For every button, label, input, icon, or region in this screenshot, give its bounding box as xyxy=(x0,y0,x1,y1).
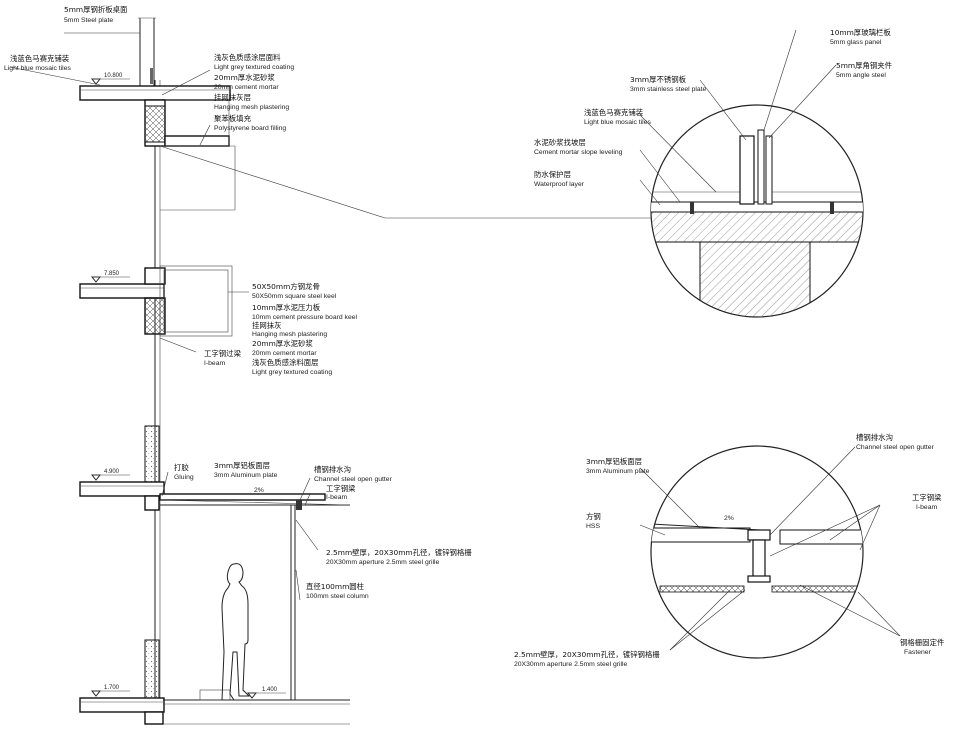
glue-label-en: Gluing xyxy=(174,474,194,481)
grille-bars xyxy=(659,585,863,593)
labels: 5mm厚钢折板桌面 5mm Steel plate 浅蓝色马赛克铺装 Light… xyxy=(4,5,945,668)
stainless-label-cn: 3mm厚不锈钢板 xyxy=(630,75,687,84)
gutter2-label-en: Channel steel open gutter xyxy=(856,444,935,451)
gutter2-label-cn: 槽钢排水沟 xyxy=(856,433,893,442)
level-5: 1.400 xyxy=(262,687,278,693)
angle-label-en: 5mm angle steel xyxy=(836,72,886,79)
detail-circle-railing xyxy=(159,104,864,318)
ibeam1-label-cn: 工字钢过梁 xyxy=(204,349,242,358)
grille1-label-en: 20X30mm aperture 2.5mm steel grille xyxy=(326,559,440,566)
glue-label-cn: 打胶 xyxy=(174,463,189,472)
gutter1-label-en: Channel steel open gutter xyxy=(314,476,393,483)
grille1-label-cn: 2.5mm壁厚，20X30mm孔径，镀锌钢格栅 xyxy=(326,548,472,557)
mosaic2-label-cn: 浅蓝色马赛克铺装 xyxy=(584,108,644,117)
cpb-label-cn: 10mm厚水泥压力板 xyxy=(252,303,321,312)
mosaic2-label-en: Light blue mosaic tiles xyxy=(584,119,651,126)
slope1-label: 2% xyxy=(254,487,264,494)
coat1-label-cn: 浅灰色质感涂层面料 xyxy=(214,53,281,62)
hss-label-cn: 方钢 xyxy=(586,512,601,521)
leader-lines xyxy=(9,29,901,651)
fastener-label-cn: 钢格栅固定件 xyxy=(900,638,945,647)
grille2-label-cn: 2.5mm壁厚，20X30mm孔径，镀锌钢格栅 xyxy=(514,650,660,659)
steel-plate-label-en: 5mm Steel plate xyxy=(64,17,113,24)
ibeam1-label-en: I-beam xyxy=(204,360,225,367)
column-label-en: 100mm steel column xyxy=(306,593,369,600)
main-section xyxy=(79,17,351,725)
alu2-label-en: 3mm Aluminum plate xyxy=(586,468,650,475)
level-2: 7.850 xyxy=(104,271,120,277)
mortar1-label-en: 20mm cement mortar xyxy=(214,84,279,91)
level-markers: 10.800 7.850 4.900 1.700 1.400 xyxy=(90,73,286,699)
mortar1-label-cn: 20mm厚水泥砂浆 xyxy=(214,73,275,82)
ibeam2-label-en: I-beam xyxy=(326,494,347,501)
gutter1-label-cn: 槽钢排水沟 xyxy=(314,465,351,474)
waterproof-label-cn: 防水保护层 xyxy=(534,170,571,179)
mesh1-label-en: Hanging mesh plastering xyxy=(214,104,289,111)
waterproof-label-en: Waterproof layer xyxy=(534,181,585,188)
cpb-label-en: 10mm cement pressure board keel xyxy=(252,314,358,321)
mortar2-label-cn: 20mm厚水泥砂浆 xyxy=(252,339,313,348)
alu1-label-en: 3mm Aluminum plate xyxy=(214,472,278,479)
detail-circle-canopy xyxy=(650,445,864,659)
mesh2-label-cn: 挂网抹灰 xyxy=(252,321,282,330)
mesh1-label-cn: 挂网抹灰层 xyxy=(214,93,251,102)
alu1-label-cn: 3mm厚铝板面层 xyxy=(214,461,270,470)
level-1: 10.800 xyxy=(104,73,123,79)
fastener-label-en: Fastener xyxy=(904,649,932,656)
glass-label-cn: 10mm厚玻璃栏板 xyxy=(830,28,891,37)
mosaic-label-cn: 浅蓝色马赛克铺装 xyxy=(10,54,70,63)
coat2-label-cn: 浅灰色质感涂料面层 xyxy=(252,358,319,367)
mesh2-label-en: Hanging mesh plastering xyxy=(252,331,327,338)
coat1-label-en: Light grey textured coating xyxy=(214,64,294,71)
slope2-label: 2% xyxy=(724,515,734,522)
mosaic-label-en: Light blue mosaic tiles xyxy=(4,65,71,72)
ibeam3-label-cn: 工字钢梁 xyxy=(912,493,942,502)
ibeam2-label-cn: 工字钢梁 xyxy=(326,484,356,493)
column-label-cn: 直径100mm圆柱 xyxy=(306,582,365,591)
keel-label-cn: 50X50mm方钢龙骨 xyxy=(252,282,320,291)
level-3: 4.900 xyxy=(104,469,120,475)
hss-label-en: HSS xyxy=(586,523,600,530)
slopelevel-label-en: Cement mortar slope leveling xyxy=(534,149,623,156)
glass-label-en: 5mm glass panel xyxy=(830,39,882,46)
slopelevel-label-cn: 水泥砂浆找坡层 xyxy=(534,138,586,147)
mortar2-label-en: 20mm cement mortar xyxy=(252,350,317,357)
poly-label-cn: 聚苯板填充 xyxy=(214,114,252,123)
angle-label-cn: 5mm厚角钢夹件 xyxy=(836,61,893,70)
keel-label-en: 50X50mm square steel keel xyxy=(252,293,337,300)
grille2-label-en: 20X30mm aperture 2.5mm steel grille xyxy=(514,661,628,668)
ibeam3-label-en: I-beam xyxy=(916,504,937,511)
coat2-label-en: Light grey textured coating xyxy=(252,369,332,376)
steel-plate-label-cn: 5mm厚钢折板桌面 xyxy=(64,5,127,14)
stainless-label-en: 3mm stainless steel plate xyxy=(630,86,707,93)
poly-label-en: Polystyrene board filling xyxy=(214,125,286,132)
level-4: 1.700 xyxy=(104,685,120,691)
alu2-label-cn: 3mm厚铝板面层 xyxy=(586,457,642,466)
